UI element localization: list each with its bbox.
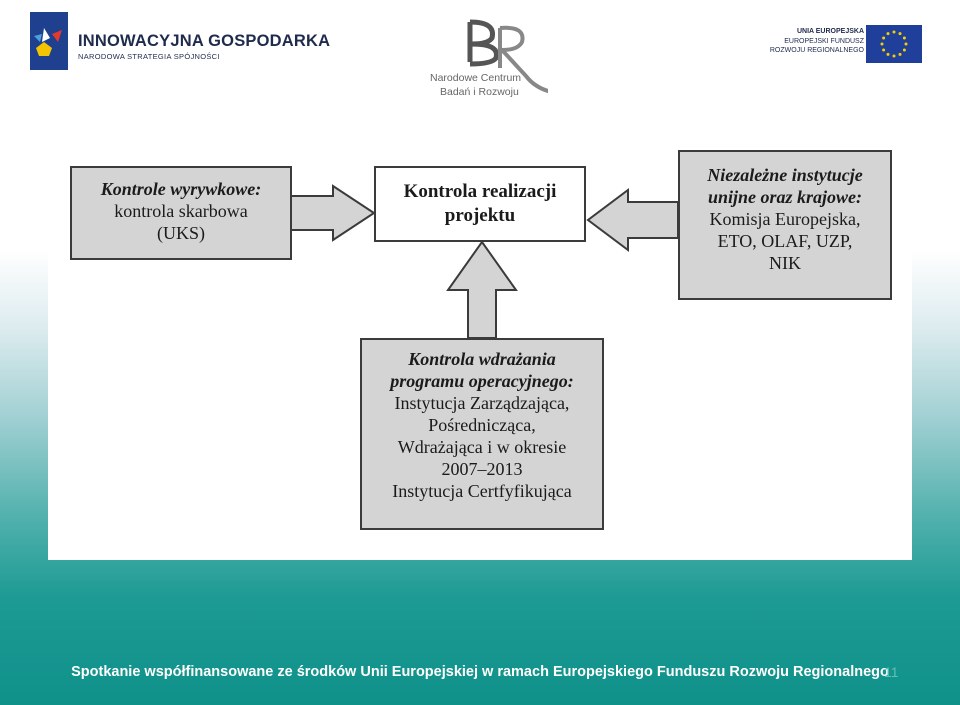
arrow-left-to-center <box>290 184 376 242</box>
eu-logo: UNIA EUROPEJSKA EUROPEJSKI FUNDUSZ ROZWO… <box>760 22 922 66</box>
right-box-line1: Komisja Europejska, <box>709 209 861 229</box>
left-box: Kontrole wyrywkowe: kontrola skarbowa (U… <box>70 166 292 260</box>
right-box: Niezależne instytucje unijne oraz krajow… <box>678 150 892 300</box>
ncbr-line2: Badań i Rozwoju <box>440 86 519 98</box>
left-box-head: Kontrole wyrywkowe: <box>100 179 262 199</box>
bottom-box-head1: Kontrola wdrażania <box>408 349 556 369</box>
logo-title: INNOWACYJNA GOSPODARKA <box>78 32 331 50</box>
ncbr-logo: Narodowe Centrum Badań i Rozwoju <box>428 14 563 100</box>
left-box-line1: kontrola skarbowa <box>114 201 248 221</box>
ncbr-br-icon <box>467 19 548 94</box>
arrow-right-to-center <box>586 188 679 252</box>
bottom-box-head2: programu operacyjnego: <box>390 371 574 391</box>
left-box-line2: (UKS) <box>157 223 205 243</box>
center-box: Kontrola realizacji projektu <box>374 166 586 242</box>
center-box-line2: projektu <box>444 205 516 226</box>
diagram-panel: Kontrola realizacji projektu Kontrole wy… <box>48 130 912 560</box>
right-box-head2: unijne oraz krajowe: <box>707 187 863 207</box>
footer-text: Spotkanie współfinansowane ze środków Un… <box>71 664 889 680</box>
right-box-head1: Niezależne instytucje <box>707 165 863 185</box>
eu-line1: UNIA EUROPEJSKA <box>796 28 864 35</box>
center-box-line1: Kontrola realizacji <box>403 181 557 202</box>
bottom-box-line1: Instytucja Zarządzająca, <box>394 393 570 413</box>
page-number: 11 <box>884 664 899 680</box>
eu-line3: ROZWOJU REGIONALNEGO <box>769 47 864 54</box>
right-box-line3: NIK <box>769 253 801 273</box>
ncbr-line1: Narodowe Centrum <box>430 72 522 84</box>
bottom-box-line5: Instytucja Certfyfikująca <box>392 481 572 501</box>
bottom-box-line3: Wdrażająca i w okresie <box>397 437 567 457</box>
innowacyjna-gospodarka-logo: INNOWACYJNA GOSPODARKA NARODOWA STRATEGI… <box>30 12 330 70</box>
bottom-box-line2: Pośrednicząca, <box>428 415 536 435</box>
eu-flag-icon <box>866 25 922 63</box>
bottom-box-line4: 2007–2013 <box>441 459 523 479</box>
logo-subtitle: NARODOWA STRATEGIA SPÓJNOŚCI <box>78 52 220 61</box>
arrow-bottom-to-center <box>446 240 518 339</box>
ig-star-icon <box>30 12 68 70</box>
diagram-arrows <box>290 184 679 339</box>
right-box-line2: ETO, OLAF, UZP, <box>717 231 853 251</box>
eu-line2: EUROPEJSKI FUNDUSZ <box>784 38 864 45</box>
bottom-box: Kontrola wdrażania programu operacyjnego… <box>360 338 604 530</box>
